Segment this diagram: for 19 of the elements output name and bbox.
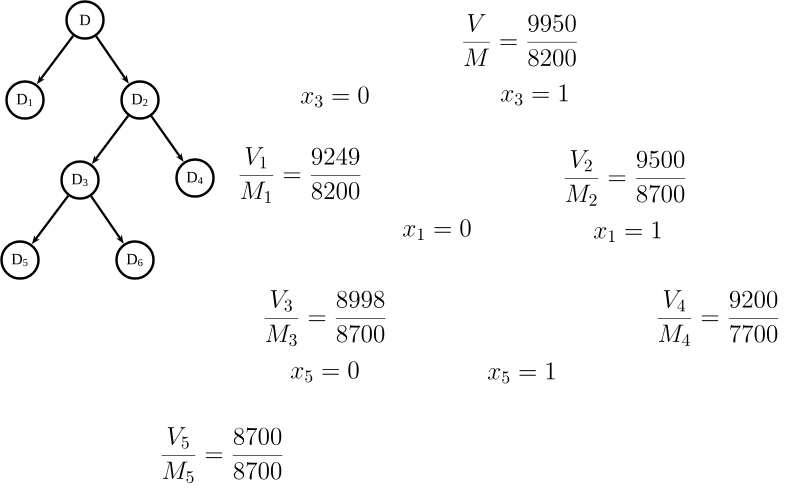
- tree-node: D$_{2}$: [120, 80, 160, 120]
- tree-node: D$_{5}$: [0, 240, 40, 280]
- equation: $x_5=0$: [291, 361, 359, 382]
- tree-node: D$_{4}$: [175, 158, 215, 198]
- equation: $x_5=1$: [488, 362, 555, 384]
- tree-node: D: [65, 0, 105, 40]
- equation: $\frac{V_4}{M_4}=\frac{9200}{7700}$: [658, 290, 778, 346]
- tree-node: D$_{6}$: [115, 240, 155, 280]
- equation: $\frac{V_3}{M_3}=\frac{8998}{8700}$: [264, 290, 386, 346]
- tree-node: D$_{1}$: [5, 80, 45, 120]
- tree-node: D$_{3}$: [60, 160, 100, 200]
- equation: $\frac{V_2}{M_2}=\frac{9500}{8700}$: [564, 150, 686, 206]
- equation: $x_1=0$: [403, 219, 471, 240]
- equation: $\frac{V}{M}=\frac{9950}{8200}$: [463, 14, 577, 66]
- equation: $\frac{V_1}{M_1}=\frac{9249}{8200}$: [240, 147, 360, 203]
- equation: $x_1=1$: [594, 221, 661, 242]
- equation: $\frac{V_5}{M_5}=\frac{8700}{8700}$: [162, 427, 282, 484]
- equation: $x_3=1$: [501, 84, 568, 106]
- equation: $x_3=0$: [301, 86, 369, 108]
